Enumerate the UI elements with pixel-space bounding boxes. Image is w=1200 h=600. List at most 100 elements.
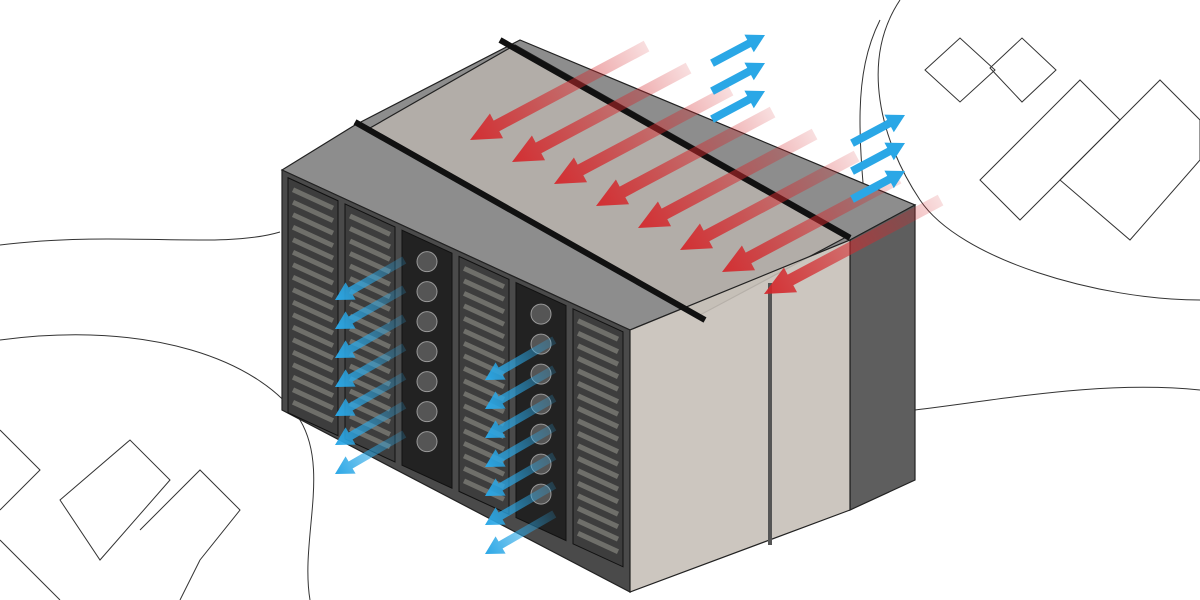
cold-arrow-shape: [335, 343, 407, 387]
cold-air-arrow: [485, 394, 557, 438]
server-unit: [576, 381, 620, 404]
cold-arrow-shape: [485, 336, 557, 380]
cold-air-arrow: [485, 336, 557, 380]
cold-air-arrow: [485, 481, 557, 525]
server-unit: [291, 387, 335, 411]
exhaust-arrow: [710, 34, 765, 67]
exhaust-arrows: [710, 34, 905, 203]
server-unit: [576, 393, 620, 417]
tile-outline: [979, 79, 1121, 221]
server-unit: [576, 531, 620, 554]
server-unit: [576, 418, 620, 442]
exhaust-arrow-shape: [710, 34, 765, 67]
hot-arrow-shape: [680, 150, 860, 250]
hot-arrow-shape: [764, 194, 944, 294]
fan-icon: [416, 431, 438, 453]
hot-air-arrow: [764, 194, 944, 294]
server-unit: [348, 363, 392, 387]
server-unit: [576, 343, 620, 367]
exhaust-arrow-shape: [710, 62, 765, 95]
server-unit: [576, 406, 620, 429]
hot-air-arrow: [512, 62, 692, 162]
hot-arrow-shape: [596, 106, 776, 206]
server-unit: [291, 212, 335, 236]
cold-arrow-shape: [485, 452, 557, 496]
server-unit: [576, 443, 620, 467]
hot-arrow-shape: [554, 84, 734, 184]
hot-air-arrow: [680, 150, 860, 250]
server-unit: [576, 506, 620, 529]
server-unit: [291, 274, 335, 298]
server-unit: [576, 481, 620, 504]
server-unit: [576, 468, 620, 492]
tile-outline: [0, 539, 61, 600]
server-unit: [291, 324, 335, 348]
cold-air-arrow: [335, 343, 407, 387]
hot-air-arrow: [470, 40, 650, 140]
cold-arrow-shape: [335, 372, 407, 416]
cold-air-arrow: [485, 510, 557, 554]
server-unit: [576, 431, 620, 454]
server-unit: [291, 224, 335, 248]
exhaust-arrow-shape: [710, 90, 765, 123]
cold-air-arrow: [335, 314, 407, 358]
exhaust-arrow: [710, 62, 765, 95]
contour-line: [914, 386, 1200, 411]
cold-air-arrow: [485, 365, 557, 409]
fan-icon: [416, 281, 438, 303]
server-unit: [462, 403, 506, 427]
server-unit: [291, 299, 335, 323]
hot-arrow-shape: [512, 62, 692, 162]
cold-arrow-shape: [335, 401, 407, 445]
server-unit: [291, 349, 335, 373]
server-unit: [576, 356, 620, 379]
fan-icon: [416, 371, 438, 393]
fan-icon: [416, 251, 438, 273]
cold-arrow-shape: [485, 394, 557, 438]
cold-arrow-shape: [485, 481, 557, 525]
server-unit: [291, 249, 335, 273]
server-unit: [291, 187, 335, 211]
server-unit: [462, 366, 506, 390]
server-unit: [462, 316, 506, 340]
server-unit: [462, 478, 506, 502]
server-unit: [348, 288, 392, 312]
server-unit: [576, 318, 620, 342]
server-unit: [291, 362, 335, 386]
cold-air-arrow: [335, 285, 407, 329]
hot-arrow-shape: [638, 128, 818, 228]
glass-door-end: [629, 239, 851, 593]
right-rack-side: [849, 203, 916, 511]
server-unit: [348, 376, 392, 400]
exhaust-arrow-shape: [850, 114, 905, 147]
cold-arrow-shape: [335, 285, 407, 329]
hot-air-arrow: [596, 106, 776, 206]
server-unit: [348, 276, 392, 300]
cold-arrow-shape: [335, 314, 407, 358]
server-unit: [462, 278, 506, 302]
hot-air-arrows: [470, 40, 944, 294]
cold-arrow-shape: [485, 423, 557, 467]
server-unit: [348, 238, 392, 262]
fan-icon: [530, 303, 552, 325]
tile-outline: [1059, 79, 1200, 241]
server-unit: [462, 341, 506, 365]
cold-arrow-shape: [335, 256, 407, 300]
server-unit: [291, 237, 335, 261]
cold-air-arrows: [335, 256, 557, 554]
hot-air-arrow: [554, 84, 734, 184]
cold-arrow-shape: [485, 365, 557, 409]
server-unit: [291, 287, 335, 311]
contour-line: [877, 0, 1200, 301]
cold-arrow-shape: [335, 430, 407, 474]
fan-icon: [416, 311, 438, 333]
exhaust-arrow-shape: [850, 142, 905, 175]
server-unit: [576, 518, 620, 542]
tile-outline: [924, 37, 996, 103]
server-unit: [291, 199, 335, 223]
server-unit: [348, 226, 392, 250]
contour-line: [0, 231, 281, 246]
server-unit: [291, 312, 335, 336]
fan-icon: [416, 341, 438, 363]
